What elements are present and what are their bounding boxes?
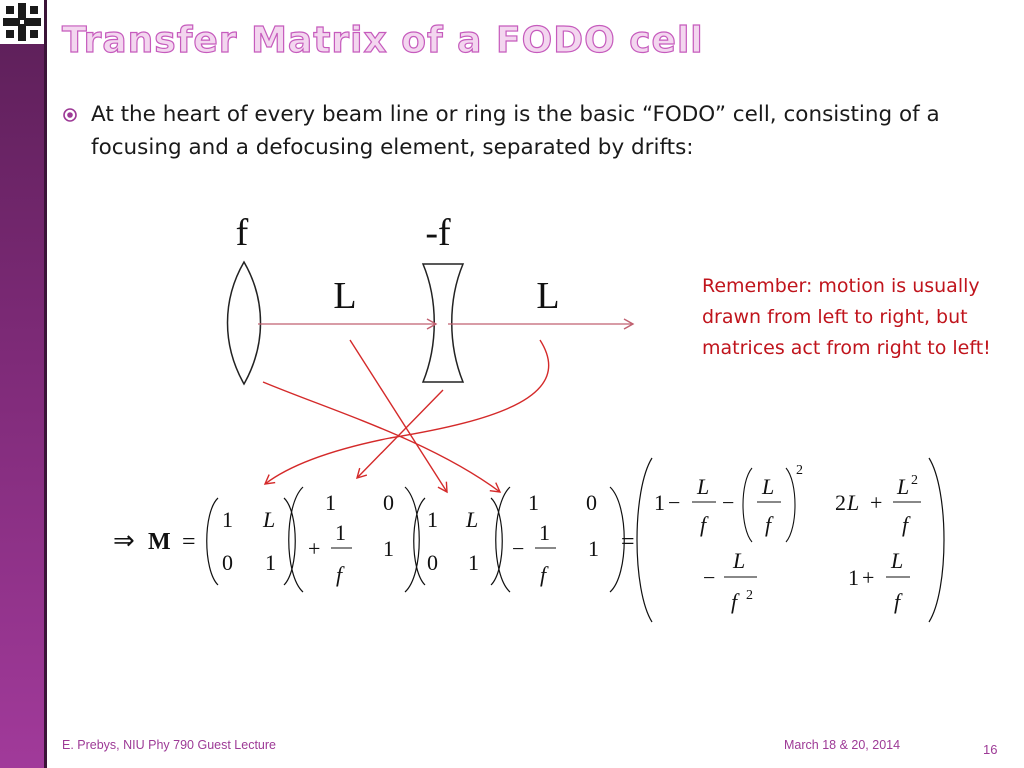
svg-text:2: 2 xyxy=(796,463,803,478)
sidebar-band xyxy=(0,0,44,768)
page-number: 16 xyxy=(983,742,998,757)
svg-text:2: 2 xyxy=(835,490,846,515)
svg-text:1: 1 xyxy=(539,520,550,545)
arrow-defocus xyxy=(355,389,444,480)
svg-text:L: L xyxy=(262,507,275,532)
focus-label: f xyxy=(236,212,249,254)
remember-note: Remember: motion is usually drawn from l… xyxy=(702,275,991,359)
svg-text:1: 1 xyxy=(222,507,233,532)
footer-date: March 18 & 20, 2014 xyxy=(784,738,901,752)
svg-text:L: L xyxy=(732,548,745,573)
svg-text:L: L xyxy=(696,474,709,499)
implies-symbol: ⇒ xyxy=(113,526,135,555)
drift2-label: L xyxy=(536,275,559,317)
svg-text:2: 2 xyxy=(746,588,753,603)
svg-text:L: L xyxy=(761,474,774,499)
svg-text:1: 1 xyxy=(654,490,665,515)
svg-text:f: f xyxy=(731,589,740,614)
svg-text:1: 1 xyxy=(383,536,394,561)
svg-text:−: − xyxy=(512,536,524,561)
svg-text:0: 0 xyxy=(427,550,438,575)
svg-text:1: 1 xyxy=(427,507,438,532)
svg-text:+: + xyxy=(308,536,320,561)
svg-text:0: 0 xyxy=(383,490,394,515)
svg-text:f: f xyxy=(540,562,549,587)
defocusing-lens xyxy=(421,263,465,383)
svg-text:1: 1 xyxy=(265,550,276,575)
svg-text:1: 1 xyxy=(848,565,859,590)
svg-text:L: L xyxy=(465,507,478,532)
equals-2: = xyxy=(621,529,635,555)
svg-text:L: L xyxy=(896,474,909,499)
svg-text:0: 0 xyxy=(586,490,597,515)
svg-text:−: − xyxy=(722,490,734,515)
sidebar-edge xyxy=(44,0,47,768)
svg-text:2: 2 xyxy=(911,473,918,488)
bullet-icon xyxy=(63,108,77,122)
svg-text:1: 1 xyxy=(468,550,479,575)
matrix-M: M xyxy=(148,529,171,555)
svg-text:1: 1 xyxy=(325,490,336,515)
svg-text:+: + xyxy=(870,490,882,515)
bullet-text: At the heart of every beam line or ring … xyxy=(91,102,940,160)
svg-text:f: f xyxy=(765,512,774,537)
arrow-focus-to-last xyxy=(262,381,502,493)
footer-author: E. Prebys, NIU Phy 790 Guest Lecture xyxy=(62,738,276,752)
drift1-label: L xyxy=(333,275,356,317)
defocus-label: -f xyxy=(425,212,451,254)
svg-text:0: 0 xyxy=(222,550,233,575)
svg-text:1: 1 xyxy=(588,536,599,561)
svg-text:+: + xyxy=(862,565,874,590)
svg-text:f: f xyxy=(902,512,911,537)
svg-text:1: 1 xyxy=(528,490,539,515)
slide-title: Transfer Matrix of a FODO cell xyxy=(61,19,704,61)
fermilab-logo-icon xyxy=(0,0,44,44)
focusing-lens xyxy=(226,260,262,386)
arrow-drift2 xyxy=(263,339,550,485)
svg-text:f: f xyxy=(894,589,903,614)
equals-1: = xyxy=(182,529,196,555)
svg-text:−: − xyxy=(668,490,680,515)
svg-text:1: 1 xyxy=(335,520,346,545)
svg-text:L: L xyxy=(890,548,903,573)
svg-text:−: − xyxy=(703,565,715,590)
svg-text:L: L xyxy=(846,490,859,515)
arrow-drift1 xyxy=(349,339,448,494)
svg-text:f: f xyxy=(700,512,709,537)
svg-text:f: f xyxy=(336,562,345,587)
